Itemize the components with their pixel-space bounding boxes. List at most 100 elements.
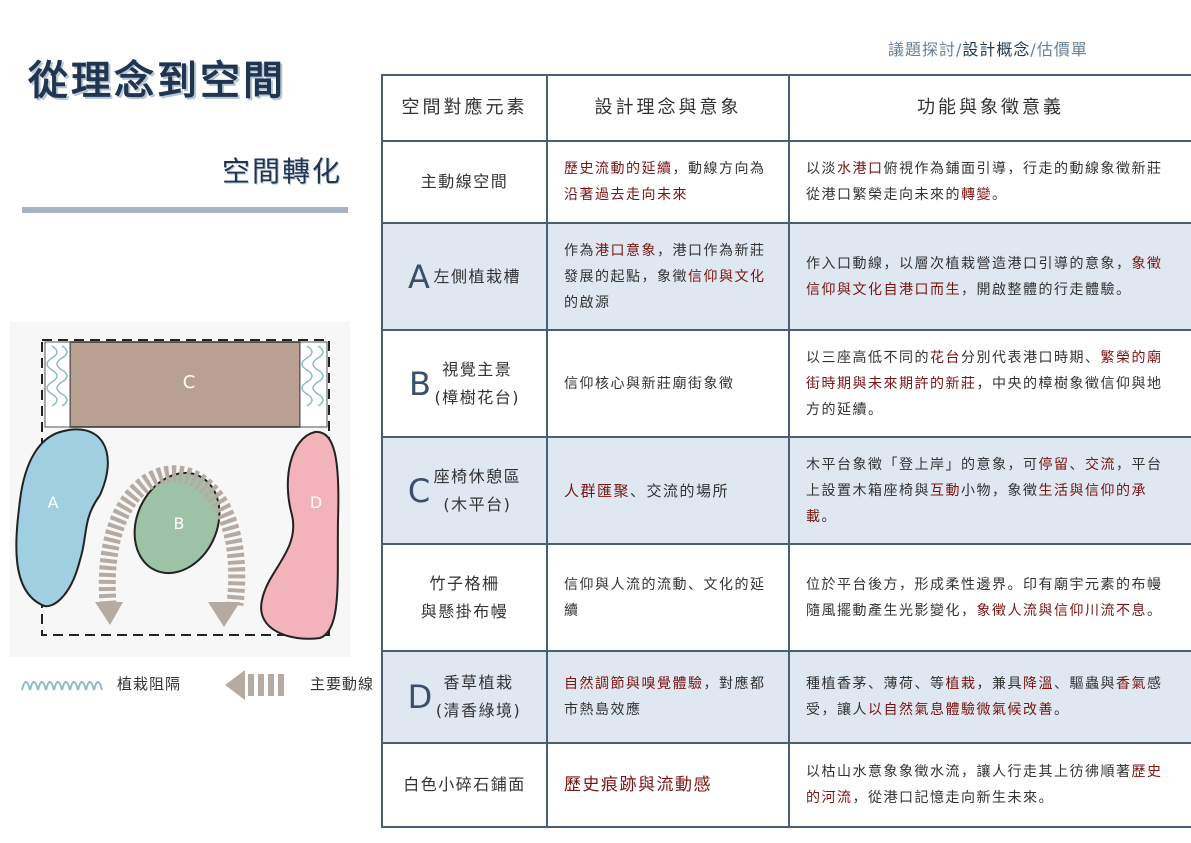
bamboo-screen-right — [299, 341, 328, 428]
zone-letter: C — [407, 471, 432, 510]
element-label: 竹子格柵 與懸掛布幔 — [420, 573, 509, 621]
text-segment: 信仰核心與新莊廟街象徵 — [564, 375, 735, 392]
text-segment: 。 — [821, 508, 837, 525]
meaning-cell: 以枯山水意象象徵水流，讓人行走其上彷彿順著歷史的河流，從港口記憶走向新生未來。 — [788, 742, 1191, 828]
element-label: 香草植栽 (清香綠境) — [435, 673, 522, 720]
highlight-text: 交流 — [1085, 456, 1116, 473]
concept-cell: 歷史流動的延續，動線方向為沿著過去走向未來 — [546, 140, 790, 224]
concept-cell: 自然調節與嗅覺體驗，對應都市熱島效應 — [546, 650, 790, 744]
highlight-text: 花台 — [930, 349, 961, 366]
highlight-text: 轉變 — [961, 187, 992, 203]
highlight-text: 信仰與文化 — [688, 268, 766, 285]
header-element: 空間對應元素 — [381, 74, 548, 142]
breadcrumb-design-concept[interactable]: 設計概念 — [962, 40, 1031, 59]
table-row: 白色小碎石鋪面 歷史痕跡與流動感 以枯山水意象象徵水流，讓人行走其上彷彿順著歷史的河… — [381, 742, 1191, 828]
header-meaning: 功能與象徵意義 — [788, 74, 1191, 142]
zone-letter: A — [408, 257, 432, 296]
concept-cell: 歷史痕跡與流動感 — [546, 742, 790, 828]
zone-d-label: D — [310, 493, 322, 512]
legend-wave-icon — [21, 681, 103, 691]
highlight-text: 歷史流動的延續 — [564, 161, 673, 177]
text-segment: ，中央的樟樹象徵信仰與地方的延續。 — [806, 375, 1163, 418]
element-cell: 主動線空間 — [381, 140, 548, 224]
highlight-text: 生活與信仰的承載 — [806, 482, 1147, 525]
text-segment: 、 — [1069, 456, 1085, 473]
element-label: 主動線空間 — [420, 172, 509, 191]
page-title: 從理念到空間 — [28, 57, 286, 104]
highlight-text: 歷史痕跡與流動感 — [564, 775, 712, 795]
highlight-text: 降溫 — [1023, 676, 1054, 692]
element-label: 左側植栽槽 — [433, 266, 521, 286]
element-label: 視覺主景 (樟樹花台) — [434, 359, 520, 407]
meaning-cell: 種植香茅、薄荷、等植栽，兼具降溫、驅蟲與香氣感受，讓人以自然氣息體驗微氣候改善。 — [788, 650, 1191, 744]
highlight-text: 港口意象 — [595, 242, 657, 259]
meaning-cell: 木平台象徵「登上岸」的意象，可停留、交流，平台上設置木箱座椅與互動小物，象徵生活… — [788, 436, 1191, 545]
highlight-text: 植栽 — [945, 676, 977, 692]
concept-cell: 作為港口意象，港口作為新莊發展的起點，象徵信仰與文化的啟源 — [546, 222, 790, 331]
text-segment: 種植香茅、薄荷、等 — [806, 676, 946, 692]
zone-c-platform — [69, 341, 301, 428]
element-label: 白色小碎石鋪面 — [403, 775, 526, 794]
highlight-text: 歷史的河流 — [806, 764, 1163, 806]
text-segment: 以三座高低不同的 — [806, 349, 930, 366]
concept-table: 空間對應元素 設計理念與意象 功能與象徵意義 主動線空間 歷史流動的延續，動線方向… — [381, 74, 1191, 828]
legend-main-flow: 主要動線 — [310, 675, 375, 693]
highlight-text: 象徵人流與信仰川流不息 — [976, 602, 1147, 619]
highlight-text: 互動 — [930, 482, 961, 499]
text-segment: ，動線方向為 — [672, 161, 766, 177]
text-segment: 位於平台後方，形成柔性邊界。印有廟宇元素的布幔隨風擺動產生光影變化， — [806, 576, 1163, 619]
text-segment: 分別代表港口時期、 — [961, 349, 1101, 366]
zone-b-label: B — [174, 514, 185, 533]
element-cell: 白色小碎石鋪面 — [381, 742, 548, 828]
highlight-text: 自然調節與嗅覺體驗 — [564, 676, 704, 692]
breadcrumb-quote[interactable]: /估價單 — [1030, 40, 1088, 59]
zone-c-label: C — [183, 372, 196, 393]
element-label: 座椅休憩區 (木平台) — [433, 466, 522, 514]
subtitle-underline — [22, 207, 348, 213]
table-row: 竹子格柵 與懸掛布幔 信仰與人流的流動、文化的延續位於平台後方，形成柔性邊界。印有… — [381, 543, 1191, 652]
breadcrumb: 議題探討/設計概念/估價單 — [888, 36, 1088, 60]
zone-a-planter — [15, 428, 109, 608]
text-segment: ，港口作為新莊發展的起點，象徵 — [564, 242, 766, 285]
meaning-cell: 以淡水港口俯視作為鋪面引導，行走的動線象徵新莊從港口繁榮走向未來的轉變。 — [788, 140, 1191, 224]
text-segment: 。 — [1054, 702, 1070, 718]
text-segment: 、驅蟲與 — [1054, 676, 1116, 692]
breadcrumb-issues[interactable]: 議題探討/ — [888, 40, 963, 59]
main-flow-arrow — [98, 465, 246, 606]
concept-cell: 人群匯聚、交流的場所 — [546, 436, 790, 545]
highlight-text: 人群匯聚 — [564, 481, 631, 500]
text-segment: 、交流的場所 — [630, 481, 730, 500]
highlight-text: 繁榮的廟街時期與未來期許的新莊 — [806, 349, 1163, 392]
arrow-head-left — [95, 602, 123, 625]
text-segment: ，對應都市熱島效應 — [564, 676, 766, 718]
text-segment: 作為 — [564, 242, 595, 259]
text-segment: ，平台上設置木箱座椅與 — [806, 456, 1163, 499]
space-diagram: C A B D — [10, 322, 350, 700]
text-segment: 。 — [1147, 602, 1163, 619]
element-cell: 竹子格柵 與懸掛布幔 — [381, 543, 548, 652]
zone-b-feature — [133, 471, 221, 575]
text-segment: 俯視作為鋪面引導，行走的動線象徵新莊從港口繁榮走向未來的 — [806, 161, 1163, 203]
zone-letter: B — [409, 364, 433, 403]
legend-planting-barrier: 植栽阻隔 — [117, 675, 182, 693]
text-segment: 作入口動線，以層次植栽營造港口引導的意象， — [806, 255, 1132, 272]
highlight-text: 停留 — [1038, 456, 1070, 473]
meaning-cell: 作入口動線，以層次植栽營造港口引導的意象，象徵信仰與文化自港口而生，開啟整體的行… — [788, 222, 1191, 331]
text-segment: ，從港口記憶走向新生未來。 — [852, 790, 1054, 806]
highlight-text: 象徵信仰與文化自港口而生 — [806, 255, 1163, 298]
table-row: 主動線空間歷史流動的延續，動線方向為沿著過去走向未來以淡水港口俯視作為鋪面引導，… — [381, 140, 1191, 224]
arrow-head-right — [208, 602, 240, 627]
zone-letter: D — [407, 678, 434, 716]
text-segment: 信仰與人流的流動、文化的延續 — [564, 576, 766, 619]
header-concept: 設計理念與意象 — [546, 74, 790, 142]
highlight-text: 沿著過去走向未來 — [564, 187, 688, 203]
text-segment: ，兼具 — [976, 676, 1023, 692]
text-segment: 小物，象徵 — [961, 482, 1039, 499]
